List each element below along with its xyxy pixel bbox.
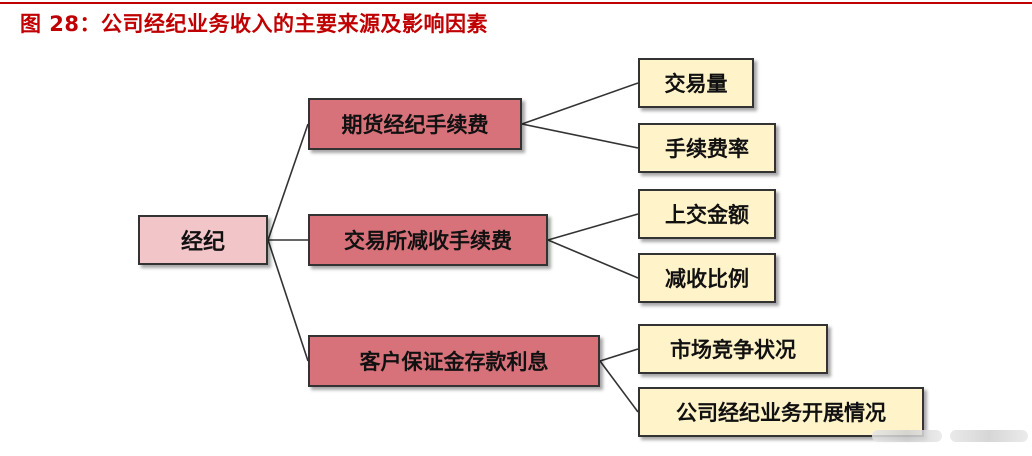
connector-branch-3-leaf-1: [599, 348, 639, 362]
leaf-node-reduction-ratio: 减收比例: [638, 253, 776, 303]
figure-title: 图 28：公司经纪业务收入的主要来源及影响因素: [20, 12, 489, 36]
branch-node-margin-deposit-interest: 客户保证金存款利息: [308, 335, 600, 387]
connector-branch-2-leaf-2: [547, 239, 639, 279]
blurred-watermark: [950, 430, 1028, 442]
blurred-watermark: [872, 430, 942, 442]
header-rule: [0, 2, 1032, 4]
connector-branch-3-leaf-2: [599, 360, 639, 413]
connector-branch-2-leaf-1: [547, 213, 639, 241]
branch-node-exchange-fee-reduction: 交易所减收手续费: [308, 214, 548, 266]
leaf-node-brokerage-development: 公司经纪业务开展情况: [638, 387, 924, 437]
leaf-node-commission-rate: 手续费率: [638, 123, 776, 173]
leaf-node-trading-volume: 交易量: [638, 58, 754, 108]
connector-root-branch-1: [267, 123, 309, 241]
root-node: 经纪: [138, 215, 268, 265]
branch-node-futures-commission: 期货经纪手续费: [308, 98, 522, 150]
connector-branch-1-leaf-2: [521, 123, 639, 149]
connector-root-branch-3: [267, 239, 309, 362]
connector-branch-1-leaf-1: [521, 82, 639, 125]
leaf-node-market-competition: 市场竞争状况: [638, 324, 828, 374]
leaf-node-remitted-amount: 上交金额: [638, 189, 776, 239]
